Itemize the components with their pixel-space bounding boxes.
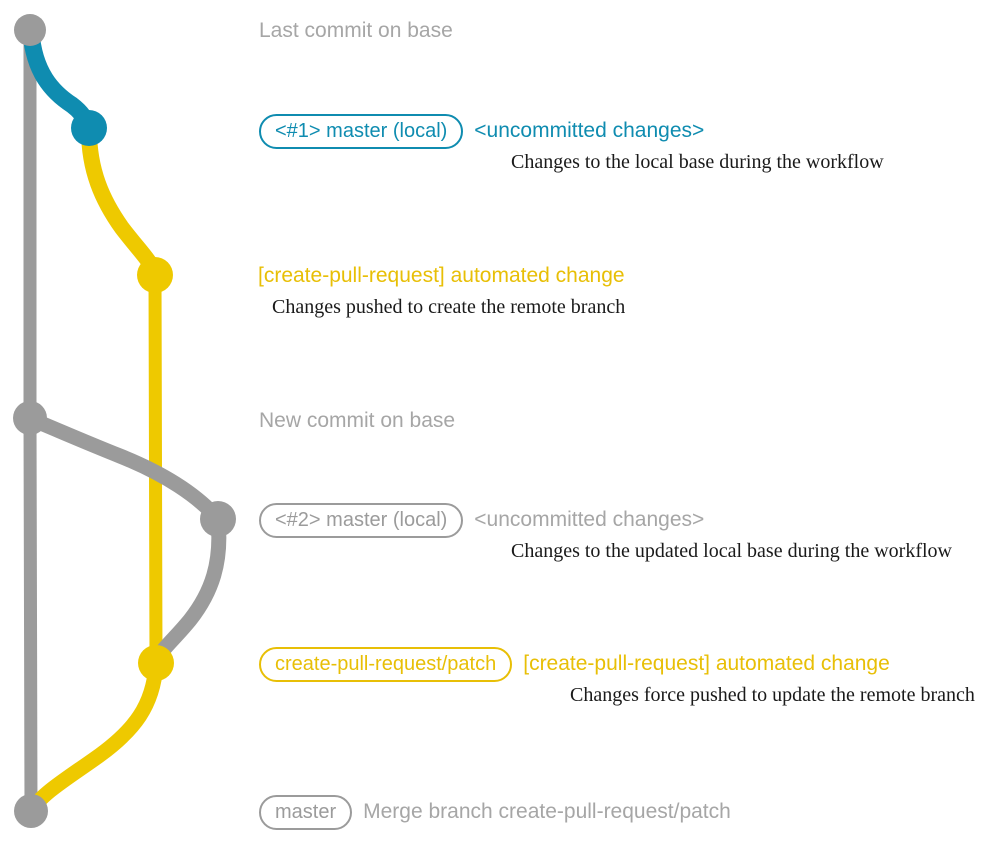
commit-caption-automated-change-2: Changes force pushed to update the remot… xyxy=(570,684,975,706)
commit-row-automated-change-2: create-pull-request/patch [create-pull-r… xyxy=(259,647,890,682)
commit-subject-local-master-1: <uncommitted changes> xyxy=(474,119,705,142)
commit-subject-local-master-2: <uncommitted changes> xyxy=(474,508,705,531)
commit-caption-local-master-2: Changes to the updated local base during… xyxy=(511,540,952,562)
commit-row-local-master-2: <#2> master (local) <uncommitted changes… xyxy=(259,503,704,538)
commit-subject-merge-commit: Merge branch create-pull-request/patch xyxy=(363,800,731,823)
commit-subject-new-commit-on-base: New commit on base xyxy=(259,409,456,432)
branch-badge-local-master-2[interactable]: <#2> master (local) xyxy=(259,503,464,538)
branch-badge-local-master-1[interactable]: <#1> master (local) xyxy=(259,114,464,149)
commit-row-local-master-1: <#1> master (local) <uncommitted changes… xyxy=(259,114,704,149)
commit-row-merge-commit: master Merge branch create-pull-request/… xyxy=(259,795,731,830)
commit-subject-automated-change-1: [create-pull-request] automated change xyxy=(258,264,625,287)
edge-base-trunk-lower xyxy=(23,411,38,818)
commit-node-merge-commit[interactable] xyxy=(14,794,48,828)
commit-node-new-commit-on-base[interactable] xyxy=(13,401,47,435)
commit-caption-automated-change-1: Changes pushed to create the remote bran… xyxy=(272,296,626,318)
edge-local-1-to-automated-1 xyxy=(81,122,163,283)
edge-base-2-to-local-2 xyxy=(23,411,226,527)
commit-node-local-master-2[interactable] xyxy=(200,501,236,537)
commit-caption-local-master-1: Changes to the local base during the wor… xyxy=(511,151,884,173)
commit-node-automated-change-1[interactable] xyxy=(137,257,173,293)
edge-automated-2-to-merge xyxy=(23,657,164,819)
commit-subject-automated-change-2: [create-pull-request] automated change xyxy=(523,652,890,675)
commit-node-automated-change-2[interactable] xyxy=(138,645,174,681)
commit-node-last-commit-on-base[interactable] xyxy=(14,14,46,46)
commit-node-local-master-1[interactable] xyxy=(71,110,107,146)
branch-badge-create-pull-request-patch[interactable]: create-pull-request/patch xyxy=(259,647,513,682)
edge-local-2-to-automated-2 xyxy=(148,513,227,671)
commit-subject-last-commit-on-base: Last commit on base xyxy=(259,19,453,42)
branch-badge-master[interactable]: master xyxy=(259,795,353,830)
